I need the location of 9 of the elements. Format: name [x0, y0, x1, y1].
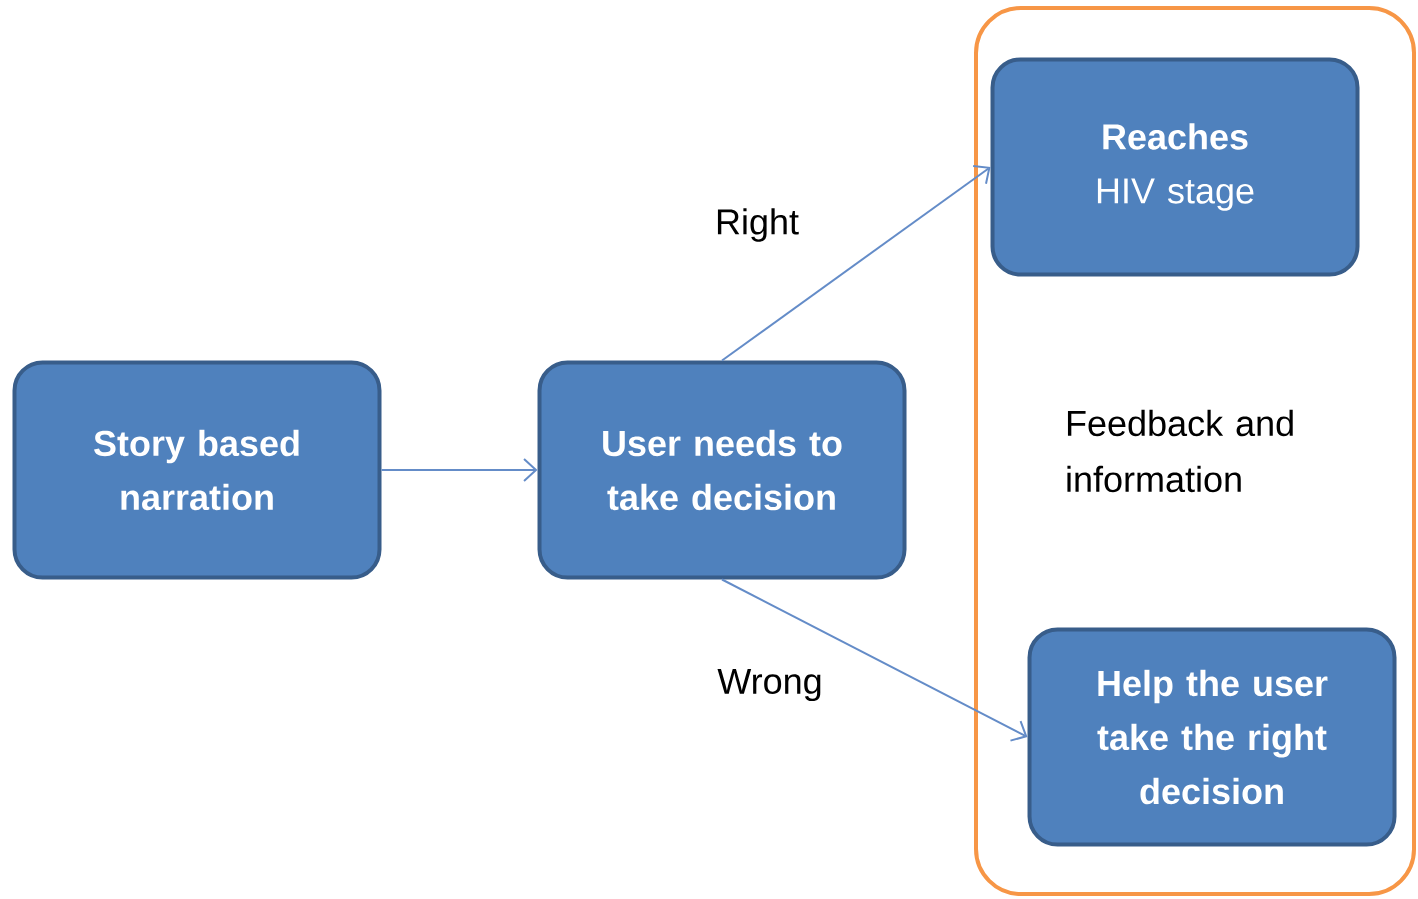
process-box: Story based narration: [12, 360, 382, 580]
edge-label: Right: [717, 208, 799, 242]
arrow: [721, 164, 991, 362]
process-box: User needs to take decision: [537, 360, 907, 580]
arrow: [721, 578, 1028, 742]
process-box: Help the user take the right decision: [1027, 627, 1397, 847]
process-box: Reaches HIV stage: [990, 57, 1360, 277]
edge-label: Wrong: [717, 668, 821, 702]
arrow: [380, 458, 538, 482]
